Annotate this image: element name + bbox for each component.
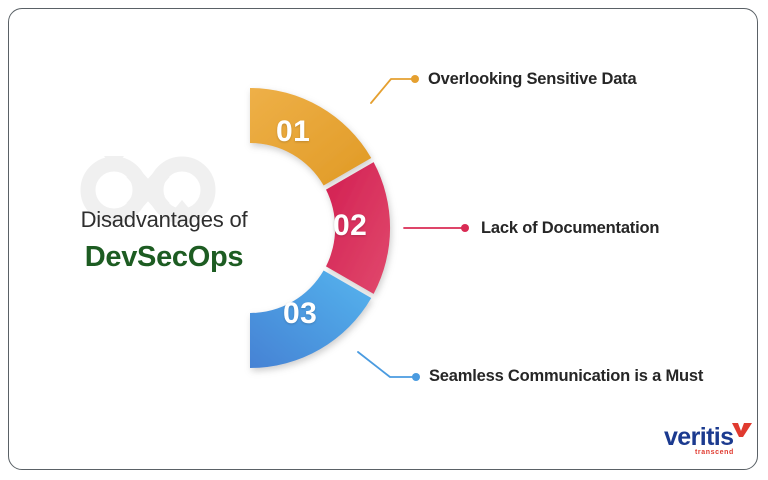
donut-segment-03[interactable] [250,270,372,369]
donut-segment-02[interactable] [326,162,391,294]
connector-dot-02 [461,224,469,232]
title-line-2: DevSecOps [84,241,244,273]
veritis-check-icon [732,423,752,437]
half-donut-chart [250,88,391,369]
page-title: Disadvantages of DevSecOps [44,205,284,277]
infinity-loop-watermark [80,156,216,224]
title-line-1: Disadvantages of [80,207,248,232]
logo-tagline: transcend [695,449,734,456]
segment-label-02: Lack of Documentation [481,219,660,237]
segment-label-01: Overlooking Sensitive Data [428,70,637,88]
logo-wordmark: veritis [664,423,734,451]
segment-label-03: Seamless Communication is a Must [429,367,704,385]
donut-segment-01[interactable] [250,88,372,186]
veritis-logo[interactable]: veritis transcend [664,423,756,464]
